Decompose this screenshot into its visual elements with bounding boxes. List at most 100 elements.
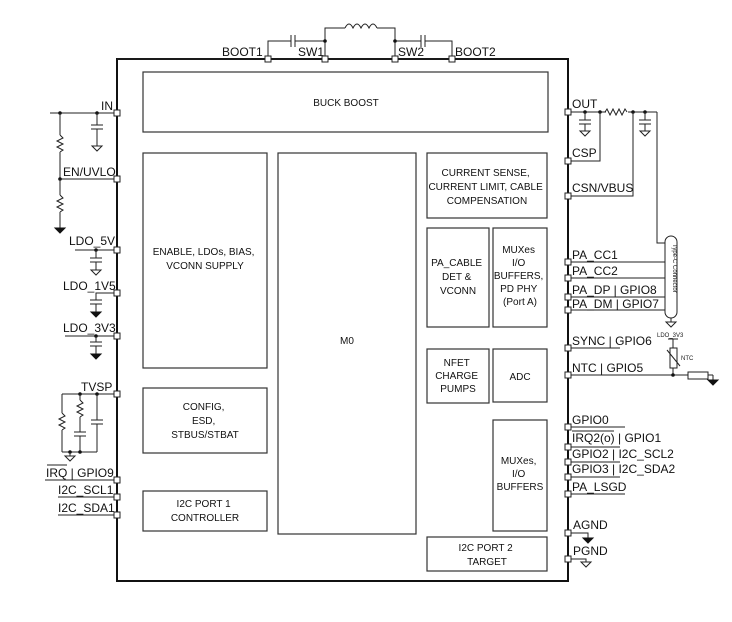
block-adc: ADC — [492, 348, 548, 403]
block-i2c-port2: I2C PORT 2 TARGET — [426, 536, 548, 572]
ground-icon — [706, 379, 720, 386]
block-label: I/O — [512, 469, 526, 480]
svg-text:MUXes, I/O BUFFERS: MUXes, I/O BUFFERS — [497, 456, 544, 493]
ground-icon — [53, 227, 67, 234]
block-label: I2C PORT 2 — [459, 543, 514, 554]
pin-label-pa-cc2: PA_CC2 — [572, 264, 618, 278]
ground-icon — [63, 455, 77, 462]
block-label: VCONN SUPPLY — [166, 261, 244, 272]
pin-i2c-sda1 — [113, 511, 121, 519]
pin-sync — [564, 344, 572, 352]
pin-label-tvsp: TVSP — [81, 380, 112, 394]
pin-pa-dp — [564, 293, 572, 301]
ground-icon — [89, 353, 103, 360]
pin-label-pa-lsgd: PA_LSGD — [572, 480, 627, 494]
svg-text:PA_CABLE DET & VCO: PA_CABLE DET & VCONN — [431, 258, 485, 297]
block-label: VCONN — [440, 286, 476, 297]
pin-label-pgnd: PGND — [573, 544, 608, 558]
pin-label-ldo-1v5: LDO_1V5 — [63, 279, 116, 293]
block-enable-ldos: ENABLE, LDOs, BIAS, VCONN SUPPLY — [142, 152, 268, 369]
svg-text:NFET CHARGE PUMPS: NFET CHARGE PUMPS — [435, 358, 481, 395]
pin-gpio0 — [564, 423, 572, 431]
block-label: I2C PORT 1 — [177, 499, 232, 510]
pin-label-boot1: BOOT1 — [222, 45, 263, 59]
resistor-icon — [604, 107, 628, 117]
pin-ldo-1v5 — [113, 289, 121, 297]
block-label: STBUS/STBAT — [171, 430, 239, 441]
block-label: CHARGE — [435, 371, 478, 382]
ground-icon — [638, 130, 652, 137]
resistor-icon — [57, 412, 67, 431]
pin-label-ntc: NTC | GPIO5 — [572, 361, 643, 375]
pin-label-irq-gpio9: IRQ | GPIO9 — [46, 466, 114, 480]
block-label: CONTROLLER — [171, 513, 239, 524]
pin-i2c-scl1 — [113, 493, 121, 501]
ground-icon — [90, 145, 104, 152]
block-label: CURRENT SENSE, — [442, 168, 530, 179]
pin-gpio2 — [564, 458, 572, 466]
pin-ntc — [564, 371, 572, 379]
block-label: ESD, — [192, 416, 215, 427]
pin-boot2 — [448, 55, 456, 63]
pin-out — [564, 108, 572, 116]
pin-csn-vbus — [564, 192, 572, 200]
svg-text:I2C PORT 1 CONTROLLER: I2C PORT 1 CONTROLLER — [171, 499, 239, 524]
block-muxes-io: MUXes, I/O BUFFERS — [492, 419, 548, 532]
irq2-overbar-text: IRQ2(o) — [572, 431, 615, 445]
right-external-circuit — [568, 107, 720, 568]
block-label: (Port A) — [503, 297, 537, 308]
pin-label-gpio0: GPIO0 — [572, 413, 609, 427]
resistor-icon — [55, 134, 65, 153]
block-label: BUFFERS, — [494, 271, 543, 282]
block-label: DET & — [442, 272, 472, 283]
gpio1-text: | GPIO1 — [615, 431, 662, 445]
ground-icon — [578, 130, 592, 137]
pin-gpio3 — [564, 473, 572, 481]
block-label: ENABLE, LDOs, BIAS, — [153, 247, 255, 258]
ntc-label: NTC — [681, 356, 694, 362]
pin-en-uvlo — [113, 175, 121, 183]
pin-ldo-3v3 — [113, 332, 121, 340]
pin-label-csp: CSP — [572, 146, 597, 160]
svg-text:CURRENT SENSE, CURRENT L: CURRENT SENSE, CURRENT LIMIT, CABLE COMP… — [428, 168, 545, 207]
ground-icon — [581, 537, 595, 544]
pin-label-gpio3: GPIO3 | I2C_SDA2 — [572, 462, 675, 476]
pin-label-ldo-3v3: LDO_3V3 — [63, 321, 116, 335]
pin-in — [113, 109, 121, 117]
pin-label-pa-dp: PA_DP | GPIO8 — [572, 283, 657, 297]
typec-connector-label: Type-C Connector — [671, 244, 677, 293]
svg-text:MUXes I/O BUFFERS,: MUXes I/O BUFFERS, PD PHY (Port A) — [494, 245, 546, 308]
ground-icon — [89, 311, 103, 318]
block-label: MUXes — [502, 245, 535, 256]
block-m0: M0 — [277, 152, 417, 535]
ground-icon — [89, 269, 103, 276]
block-label: TARGET — [467, 557, 507, 568]
block-label: PUMPS — [440, 384, 476, 395]
block-config: CONFIG, ESD, STBUS/STBAT — [142, 387, 268, 454]
pin-label-sync: SYNC | GPIO6 — [572, 334, 652, 348]
svg-text:BUCK BOOST: BUCK BOOST — [313, 98, 379, 109]
pin-pa-lsgd — [564, 490, 572, 498]
block-label: CURRENT LIMIT, CABLE — [428, 182, 543, 193]
block-label: ADC — [509, 372, 530, 383]
block-label: CONFIG, — [183, 402, 225, 413]
pin-label-csn-vbus: CSN/VBUS — [572, 181, 633, 195]
pin-label-pa-cc1: PA_CC1 — [572, 248, 618, 262]
pin-label-pa-dm: PA_DM | GPIO7 — [572, 297, 659, 311]
pin-label-ldo-5v: LDO_5V — [69, 234, 115, 248]
svg-text:CONFIG, ESD, STBUS: CONFIG, ESD, STBUS/STBAT — [171, 402, 239, 441]
pin-label-en-uvlo: EN/UVLO — [63, 165, 116, 179]
block-muxes-port-a: MUXes I/O BUFFERS, PD PHY (Port A) — [492, 227, 548, 328]
pin-boot1 — [264, 55, 272, 63]
pin-label-i2c-scl1: I2C_SCL1 — [58, 483, 114, 497]
pin-label-in: IN — [101, 99, 113, 113]
block-label: BUFFERS — [497, 482, 544, 493]
pin-sw2 — [391, 55, 399, 63]
resistor-icon — [687, 371, 709, 380]
pin-csp — [564, 157, 572, 165]
block-label: MUXes, — [501, 456, 537, 467]
block-buck-boost: BUCK BOOST — [142, 71, 549, 133]
pin-label-agnd: AGND — [573, 518, 608, 532]
pin-label-gpio2: GPIO2 | I2C_SCL2 — [572, 447, 674, 461]
resistor-icon — [75, 399, 85, 418]
